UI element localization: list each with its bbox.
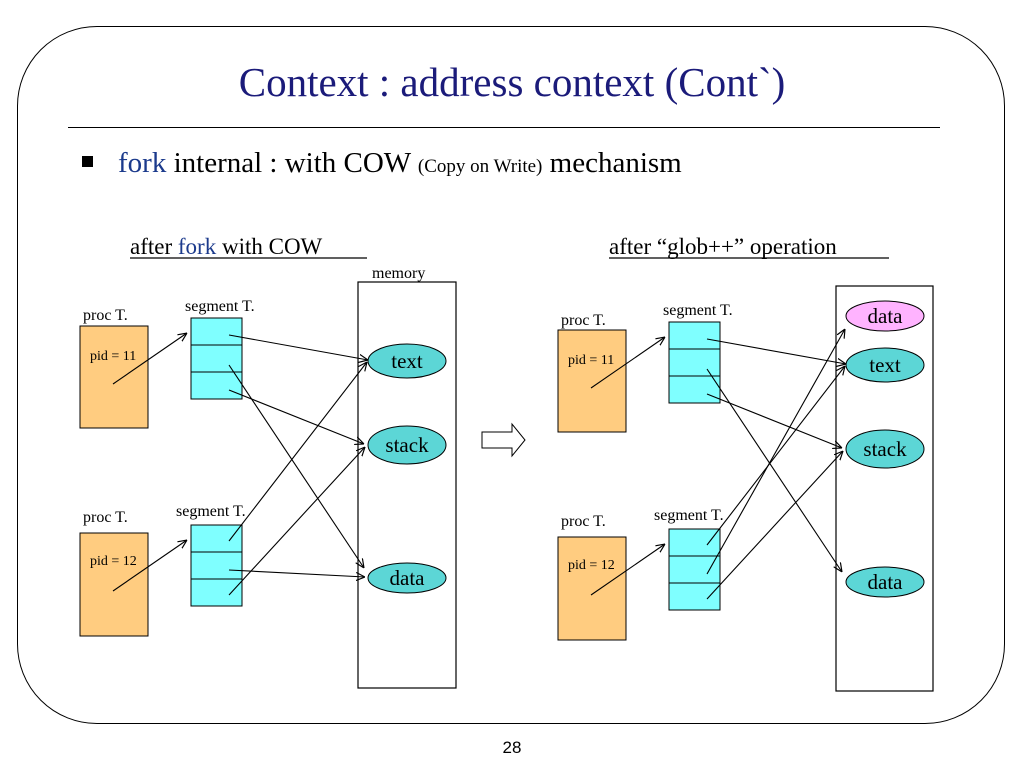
bullet-keyword: fork [118,147,167,179]
right-memory-box [835,285,934,692]
bullet-text: fork internal : with COW (Copy on Write)… [118,146,682,181]
right-segment-label-bottom: segment T. [654,507,724,524]
left-proc-box-bottom [79,532,149,637]
svg-text:text: text [391,349,423,373]
svg-text:data: data [868,570,904,594]
left-segment-label-bottom: segment T. [176,503,246,520]
right-memory-node-copied-data: data [845,300,925,332]
right-segment-label-top: segment T. [663,302,733,319]
svg-text:text: text [869,353,901,377]
right-pid-top: pid = 11 [568,353,614,368]
left-pid-top: pid = 11 [90,349,136,364]
right-pid-bottom: pid = 12 [568,558,615,573]
right-segment-table-bottom [668,528,721,611]
left-heading: after fork with COW [130,234,323,259]
right-segment-table-top [668,321,721,404]
left-memory-node-data: data [367,562,447,594]
left-proc-label-top: proc T. [83,307,128,324]
bullet-square-icon [82,156,93,167]
right-heading: after “glob++” operation [609,234,837,259]
transition-arrow-icon [481,422,526,458]
bullet-text-part2: mechanism [542,147,682,179]
right-memory-node-data: data [845,566,925,598]
left-segment-table-bottom [190,524,243,607]
page-number: 28 [502,738,522,757]
left-proc-box-top [79,325,149,429]
left-memory-node-text: text [367,343,447,379]
left-memory-node-stack: stack [367,425,447,465]
right-memory-node-stack: stack [845,429,925,469]
svg-text:stack: stack [385,433,429,457]
svg-text:stack: stack [863,437,907,461]
left-segment-label-top: segment T. [185,298,255,315]
right-proc-box-top [557,329,627,433]
left-pid-bottom: pid = 12 [90,554,137,569]
svg-text:data: data [868,304,904,328]
slide-title: Context : address context (Cont`) [238,59,786,105]
right-proc-label-top: proc T. [561,312,606,329]
left-panel: after fork with COW memory proc T. pid =… [79,234,457,689]
left-arrows [112,333,368,596]
slide-frame [17,26,1005,724]
bullet-text-part1: internal : with COW [166,147,418,179]
right-proc-label-bottom: proc T. [561,513,606,530]
left-segment-table-top [190,317,243,400]
bullet-small-text: (Copy on Write) [417,156,543,177]
right-memory-node-text: text [845,347,925,383]
title-divider [68,127,940,128]
svg-text:data: data [390,566,426,590]
left-proc-label-bottom: proc T. [83,509,128,526]
right-panel: after “glob++” operation proc T. pid = 1… [557,234,934,692]
right-proc-box-bottom [557,536,627,641]
memory-label: memory [372,265,425,282]
left-memory-box [357,281,457,689]
right-arrows [590,329,846,600]
